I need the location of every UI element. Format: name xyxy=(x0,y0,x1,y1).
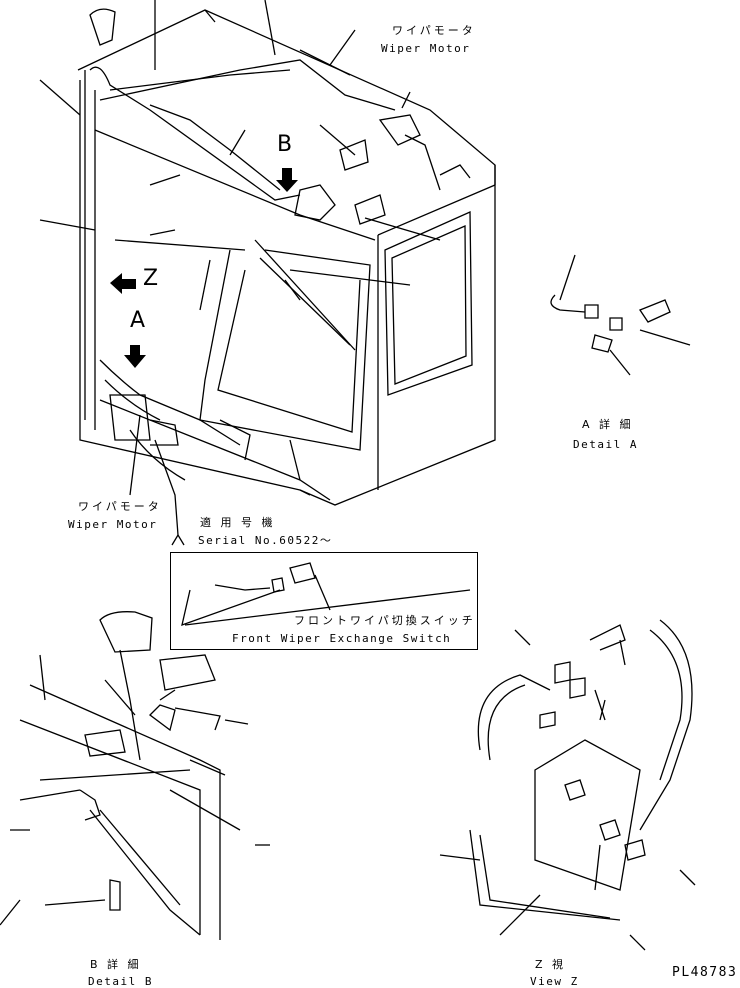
switch-label-jp: フロントワイパ切換スイッチ xyxy=(294,614,476,627)
switch-label-en: Front Wiper Exchange Switch xyxy=(232,632,452,645)
view-z-label-jp: Z 視 xyxy=(535,958,567,971)
wiper-motor-left-label-en: Wiper Motor xyxy=(68,518,158,531)
detail-b-drawing xyxy=(0,611,270,940)
arrow-z-label: Z xyxy=(143,266,160,291)
view-arrows xyxy=(110,168,298,368)
applicable-serial-label-en: Serial No.60522～ xyxy=(198,534,333,547)
arrow-a-marker xyxy=(124,345,146,368)
detail-a-drawing xyxy=(550,254,691,376)
arrow-b-marker xyxy=(276,168,298,192)
wiper-motor-left-label-jp: ワイパモータ xyxy=(78,500,162,513)
view-z-drawing xyxy=(439,619,696,951)
view-z-label-en: View Z xyxy=(530,975,579,988)
detail-b-label-en: Detail B xyxy=(88,975,153,988)
arrow-z-marker xyxy=(110,273,136,294)
serial-inset-box xyxy=(170,552,478,650)
detail-b-label-jp: B 詳 細 xyxy=(90,958,142,971)
serial-inset-drawing xyxy=(171,533,471,627)
detail-a-label-en: Detail A xyxy=(573,438,638,451)
arrow-a-label: A xyxy=(130,308,147,333)
drawing-code: PL48783 xyxy=(672,965,738,980)
applicable-serial-label-jp: 適 用 号 機 xyxy=(200,516,276,529)
wiper-motor-top-label-en: Wiper Motor xyxy=(381,42,471,55)
arrow-b-label: B xyxy=(277,132,294,157)
detail-a-label-jp: A 詳 細 xyxy=(582,418,634,431)
wiper-motor-top-label-jp: ワイパモータ xyxy=(392,24,476,37)
cab-assembly xyxy=(39,0,496,536)
